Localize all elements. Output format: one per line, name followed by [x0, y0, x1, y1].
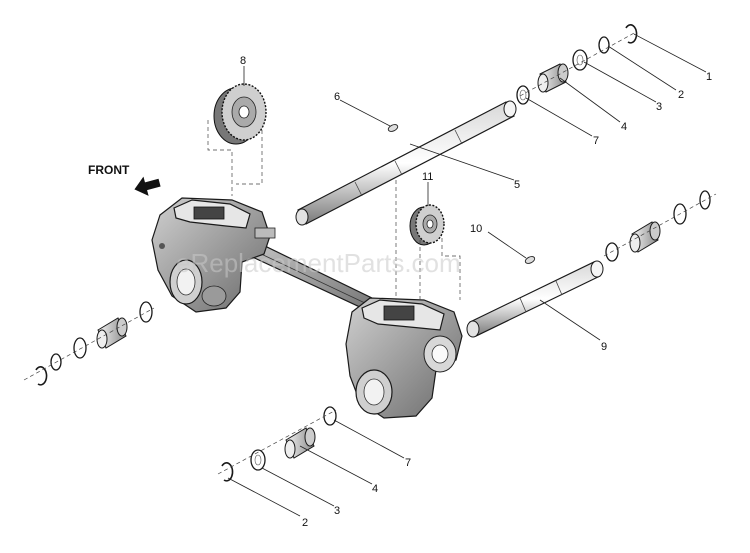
gear-part-11: [409, 204, 445, 246]
ring-part-2-upper: [598, 36, 610, 54]
callout-leaders: [227, 33, 707, 517]
right-bearing-stack: [605, 190, 711, 262]
callout-2-lower: 2: [302, 517, 308, 529]
callout-9: 9: [601, 341, 607, 353]
callout-numbers: 1 2 3 4 5 6 7 8 9 10 11 7 4 3 2: [240, 55, 712, 529]
callout-7-lower: 7: [405, 457, 411, 469]
callout-1: 1: [706, 71, 712, 83]
left-gearbox-casting: [151, 197, 276, 313]
shaft-part-9: [466, 260, 604, 338]
callout-8: 8: [240, 55, 246, 67]
callout-4: 4: [621, 121, 627, 133]
callout-4-lower: 4: [372, 483, 378, 495]
gear-part-8: [213, 83, 267, 145]
shaft-part-5: [295, 100, 517, 226]
bottom-bearing-stack: [221, 406, 337, 482]
callout-5: 5: [514, 179, 520, 191]
key-part-10: [524, 256, 536, 264]
front-label: FRONT: [88, 163, 130, 177]
right-gearbox-casting: [345, 297, 463, 419]
key-part-6: [387, 124, 399, 132]
callout-2: 2: [678, 89, 684, 101]
callout-10: 10: [470, 223, 482, 235]
left-bearing-stack: [35, 301, 153, 386]
clip-part-1-upper: [625, 24, 638, 44]
callout-11: 11: [422, 171, 433, 183]
callout-6: 6: [334, 91, 340, 103]
callout-3: 3: [656, 101, 662, 113]
callout-3-lower: 3: [334, 505, 340, 517]
callout-7: 7: [593, 135, 599, 147]
assembly-axis-lines: [23, 31, 717, 475]
front-arrow: [134, 176, 161, 196]
watermark-text: eReplacementParts.com: [176, 248, 461, 278]
